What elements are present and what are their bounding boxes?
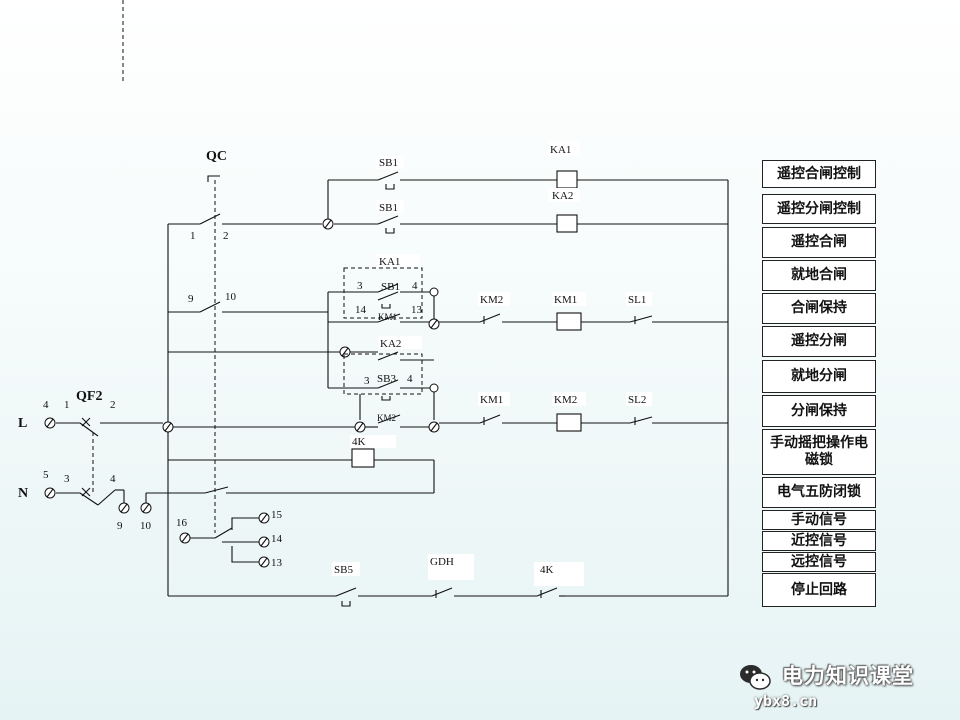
- qf2-node-4b: 4: [110, 473, 116, 485]
- sb3-label: SB3: [377, 373, 396, 385]
- km2-interlock-label: KM2: [480, 294, 503, 306]
- qc-label: QC: [206, 149, 227, 164]
- qc-contact-1-2: [199, 213, 221, 225]
- terminal-16-label: 16: [176, 517, 188, 529]
- legend-item: 合闸保持: [762, 293, 876, 324]
- terminal-15-label: 15: [271, 509, 283, 521]
- terminal-4b: [429, 383, 439, 393]
- legend-item: 远控信号: [762, 552, 876, 572]
- watermark: 电力知识课堂 ybx8.cn: [738, 658, 948, 718]
- watermark-brand: 电力知识课堂: [782, 664, 914, 688]
- legend-item: 手动信号: [762, 510, 876, 530]
- terminal-10-label: 10: [140, 520, 152, 532]
- qf2-node-2: 2: [110, 399, 116, 411]
- terminal-13-label: 13: [271, 557, 283, 569]
- sb1-top-contact: [377, 171, 399, 181]
- ka2-contact: [377, 351, 399, 361]
- ka1-coil: [556, 170, 578, 189]
- km2-coil-label: KM2: [554, 394, 577, 406]
- legend-item: 遥控合闸: [762, 227, 876, 258]
- sb1-low-label: SB1: [381, 281, 400, 293]
- sb1-low-contact: [377, 291, 399, 301]
- node-1: 1: [190, 230, 196, 242]
- node-14: 14: [355, 304, 367, 316]
- terminal-14-label: 14: [271, 533, 283, 545]
- chat-bubble-icon: [740, 665, 771, 690]
- ka1-dashed-box: [343, 267, 423, 319]
- k4-coil: [351, 448, 375, 468]
- qc-contact-9-10: [199, 301, 221, 313]
- km1-interlock-contact: [479, 414, 501, 424]
- sb3-contact: [377, 379, 399, 389]
- sl2-label: SL2: [628, 394, 646, 406]
- qc-n-contact: [204, 486, 229, 494]
- sb1-top-actuator: [385, 184, 395, 190]
- terminal-4a: [429, 287, 439, 297]
- legend-item: 遥控合闸控制: [762, 160, 876, 188]
- ka2-coil-label: KA2: [552, 190, 573, 202]
- qc-handle: [207, 175, 220, 182]
- n-label: N: [18, 486, 28, 501]
- sb1-mid-contact: [377, 215, 399, 225]
- legend-item: 手动摇把操作电磁锁: [762, 429, 876, 475]
- sb5-label: SB5: [334, 564, 353, 576]
- terminal-9-label: 9: [117, 520, 123, 532]
- k4-contact: [536, 587, 558, 597]
- km1-interlock-label: KM1: [480, 394, 503, 406]
- km2-contact: [377, 414, 401, 424]
- km1-coil: [556, 312, 582, 331]
- ka1-contact: [377, 283, 399, 293]
- legend-item: 停止回路: [762, 573, 876, 607]
- node-4b: 4: [407, 373, 413, 385]
- watermark-url: ybx8.cn: [754, 692, 818, 710]
- l-label: L: [18, 416, 27, 431]
- legend-item: 就地合闸: [762, 260, 876, 291]
- km2-coil: [556, 413, 582, 432]
- km2-interlock-contact: [479, 313, 501, 323]
- sb1-mid-actuator: [385, 228, 395, 234]
- legend-item: 遥控分闸: [762, 326, 876, 357]
- qf2-node-5: 5: [43, 469, 49, 481]
- sl1-label: SL1: [628, 294, 646, 306]
- node-4a: 4: [412, 280, 418, 292]
- node-9: 9: [188, 293, 194, 305]
- qf2-node-4: 4: [43, 399, 49, 411]
- terminals: [44, 417, 270, 568]
- k4-coil-label: 4K: [352, 436, 366, 448]
- ka1-contact-label: KA1: [379, 256, 400, 268]
- legend-item: 电气五防闭锁: [762, 477, 876, 508]
- qc-signal-contact: [214, 527, 233, 539]
- node-13: 13: [411, 304, 423, 316]
- km2-contact-label: KM2: [377, 413, 396, 423]
- legend-item: 近控信号: [762, 531, 876, 551]
- legend-item: 遥控分闸控制: [762, 194, 876, 224]
- qf2-node-3: 3: [64, 473, 70, 485]
- qf2-label: QF2: [76, 389, 102, 404]
- sb1-mid-label: SB1: [379, 202, 398, 214]
- legend-item: 就地分闸: [762, 360, 876, 393]
- gdh-contact: [431, 587, 453, 597]
- ka2-contact-label: KA2: [380, 338, 401, 350]
- node-2: 2: [223, 230, 229, 242]
- node-3a: 3: [357, 280, 363, 292]
- ka2-coil: [556, 214, 578, 233]
- node-10: 10: [225, 291, 237, 303]
- qf2-node-1: 1: [64, 399, 70, 411]
- sl2-contact: [629, 416, 653, 424]
- ka2-dashed-box: [343, 353, 423, 395]
- km1-contact-label: KM1: [378, 312, 397, 322]
- ka1-coil-label: KA1: [550, 144, 571, 156]
- sb5-contact: [335, 587, 357, 597]
- k4-contact-label: 4K: [540, 564, 554, 576]
- km1-coil-label: KM1: [554, 294, 577, 306]
- gdh-label: GDH: [430, 556, 454, 568]
- sl1-contact: [629, 315, 653, 323]
- km1-contact: [377, 313, 401, 323]
- node-3b: 3: [364, 375, 370, 387]
- sb1-top-label: SB1: [379, 157, 398, 169]
- legend-item: 分闸保持: [762, 395, 876, 427]
